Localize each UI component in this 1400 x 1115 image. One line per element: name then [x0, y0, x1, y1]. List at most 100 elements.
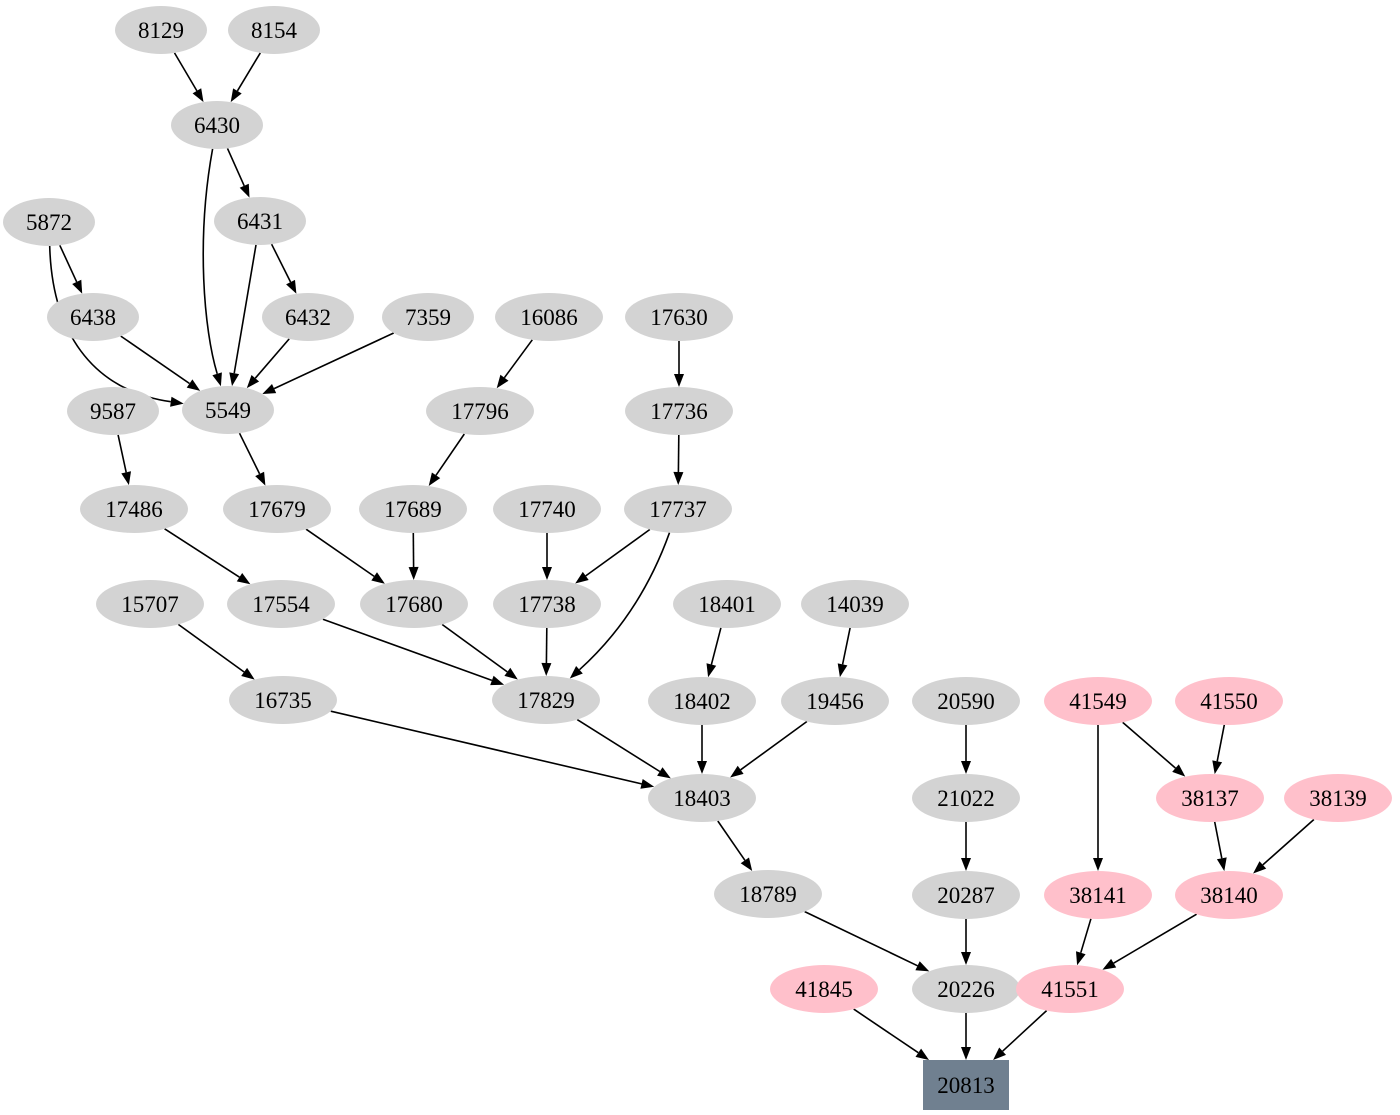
node-38141: 38141 — [1044, 871, 1152, 919]
edge-6431-5549 — [233, 244, 257, 374]
arrowhead-8129-6430 — [192, 88, 204, 103]
arrowhead-16086-17796 — [496, 374, 509, 389]
arrowhead-6432-5549 — [246, 375, 260, 389]
node-17679: 17679 — [223, 485, 331, 533]
node-ellipse-7359 — [382, 293, 474, 341]
edge-6432-5549 — [254, 338, 290, 379]
node-19456: 19456 — [781, 677, 889, 725]
node-41550: 41550 — [1175, 677, 1283, 725]
edge-5549-17679 — [238, 432, 261, 475]
node-label-20287: 20287 — [937, 883, 995, 908]
node-ellipse-16735 — [229, 676, 337, 724]
node-label-8154: 8154 — [251, 18, 298, 43]
arrowhead-17630-17736 — [674, 374, 684, 387]
arrowhead-17737-17738 — [575, 571, 589, 584]
node-label-17737: 17737 — [649, 497, 707, 522]
node-16735: 16735 — [229, 676, 337, 724]
node-ellipse-15707 — [96, 580, 204, 628]
node-label-17679: 17679 — [248, 497, 306, 522]
node-ellipse-38140 — [1175, 871, 1283, 919]
node-5549: 5549 — [182, 386, 274, 434]
node-41549: 41549 — [1044, 677, 1152, 725]
node-label-38140: 38140 — [1200, 883, 1258, 908]
arrowhead-6431-6432 — [286, 279, 297, 294]
node-7359: 7359 — [382, 293, 474, 341]
edge-5872-6438 — [59, 244, 78, 283]
arrowhead-17829-18403 — [657, 767, 671, 779]
node-ellipse-18403 — [648, 774, 756, 822]
arrowhead-41551-20813 — [993, 1047, 1006, 1060]
edge-19456-18403 — [740, 720, 808, 771]
arrowhead-18401-18402 — [706, 663, 717, 678]
node-ellipse-17736 — [625, 387, 733, 435]
arrowhead-38141-41551 — [1076, 951, 1086, 966]
edge-38139-38140 — [1262, 818, 1315, 866]
node-ellipse-16086 — [495, 293, 603, 341]
node-14039: 14039 — [801, 580, 909, 628]
arrowhead-5872-6438 — [72, 279, 83, 294]
node-17829: 17829 — [492, 676, 600, 724]
node-ellipse-6431 — [214, 197, 306, 245]
node-ellipse-19456 — [781, 677, 889, 725]
node-label-16086: 16086 — [520, 305, 578, 330]
node-label-6438: 6438 — [70, 305, 116, 330]
node-ellipse-18401 — [673, 580, 781, 628]
arrowhead-17740-17738 — [542, 567, 552, 580]
node-label-8129: 8129 — [138, 18, 184, 43]
edge-18789-20226 — [804, 910, 918, 967]
edge-17679-17680 — [305, 528, 375, 578]
node-label-38139: 38139 — [1309, 786, 1367, 811]
arrowhead-6430-6431 — [239, 183, 250, 198]
arrowhead-38139-38140 — [1253, 861, 1267, 874]
node-label-17740: 17740 — [518, 497, 576, 522]
arrowhead-41550-38137 — [1212, 760, 1223, 775]
node-ellipse-6430 — [171, 101, 263, 149]
arrowhead-5549-17679 — [255, 471, 266, 486]
arrowhead-6431-5549 — [229, 372, 240, 387]
node-label-17689: 17689 — [384, 497, 442, 522]
node-9587: 9587 — [67, 387, 159, 435]
node-label-5872: 5872 — [26, 210, 72, 235]
node-38140: 38140 — [1175, 871, 1283, 919]
arrowhead-17737-17829 — [569, 666, 583, 679]
arrowhead-17554-17829 — [490, 675, 505, 686]
node-38139: 38139 — [1284, 774, 1392, 822]
arrowhead-17689-17680 — [408, 566, 419, 580]
node-label-7359: 7359 — [405, 305, 451, 330]
arrowhead-17679-17680 — [371, 572, 385, 584]
node-6432: 6432 — [262, 293, 354, 341]
arrowhead-15707-16735 — [241, 667, 255, 680]
arrowhead-17486-17554 — [236, 573, 251, 585]
arrowhead-16735-18403 — [640, 779, 655, 789]
node-ellipse-17829 — [492, 676, 600, 724]
node-ellipse-6432 — [262, 293, 354, 341]
node-20813: 20813 — [923, 1060, 1009, 1110]
node-17554: 17554 — [227, 580, 335, 628]
node-ellipse-17737 — [624, 485, 732, 533]
node-label-14039: 14039 — [826, 592, 884, 617]
edge-17737-17829 — [578, 532, 671, 671]
node-17738: 17738 — [493, 580, 601, 628]
node-ellipse-6438 — [47, 293, 139, 341]
node-label-41550: 41550 — [1200, 689, 1258, 714]
node-box-20813 — [923, 1060, 1009, 1110]
node-label-9587: 9587 — [90, 399, 136, 424]
node-label-17829: 17829 — [517, 688, 575, 713]
node-ellipse-41845 — [770, 965, 878, 1013]
node-ellipse-20226 — [912, 965, 1020, 1013]
edge-41551-20813 — [1002, 1010, 1048, 1052]
node-label-17736: 17736 — [650, 399, 708, 424]
node-label-17486: 17486 — [105, 497, 163, 522]
node-41551: 41551 — [1016, 965, 1124, 1013]
edge-38137-38140 — [1213, 821, 1223, 859]
node-label-41551: 41551 — [1041, 977, 1099, 1002]
node-ellipse-17689 — [359, 485, 467, 533]
node-17486: 17486 — [80, 485, 188, 533]
node-ellipse-14039 — [801, 580, 909, 628]
arrowhead-20590-21022 — [961, 761, 971, 774]
edge-17486-17554 — [164, 528, 240, 578]
node-label-17738: 17738 — [518, 592, 576, 617]
edge-16086-17796 — [503, 339, 533, 379]
node-38137: 38137 — [1156, 774, 1264, 822]
